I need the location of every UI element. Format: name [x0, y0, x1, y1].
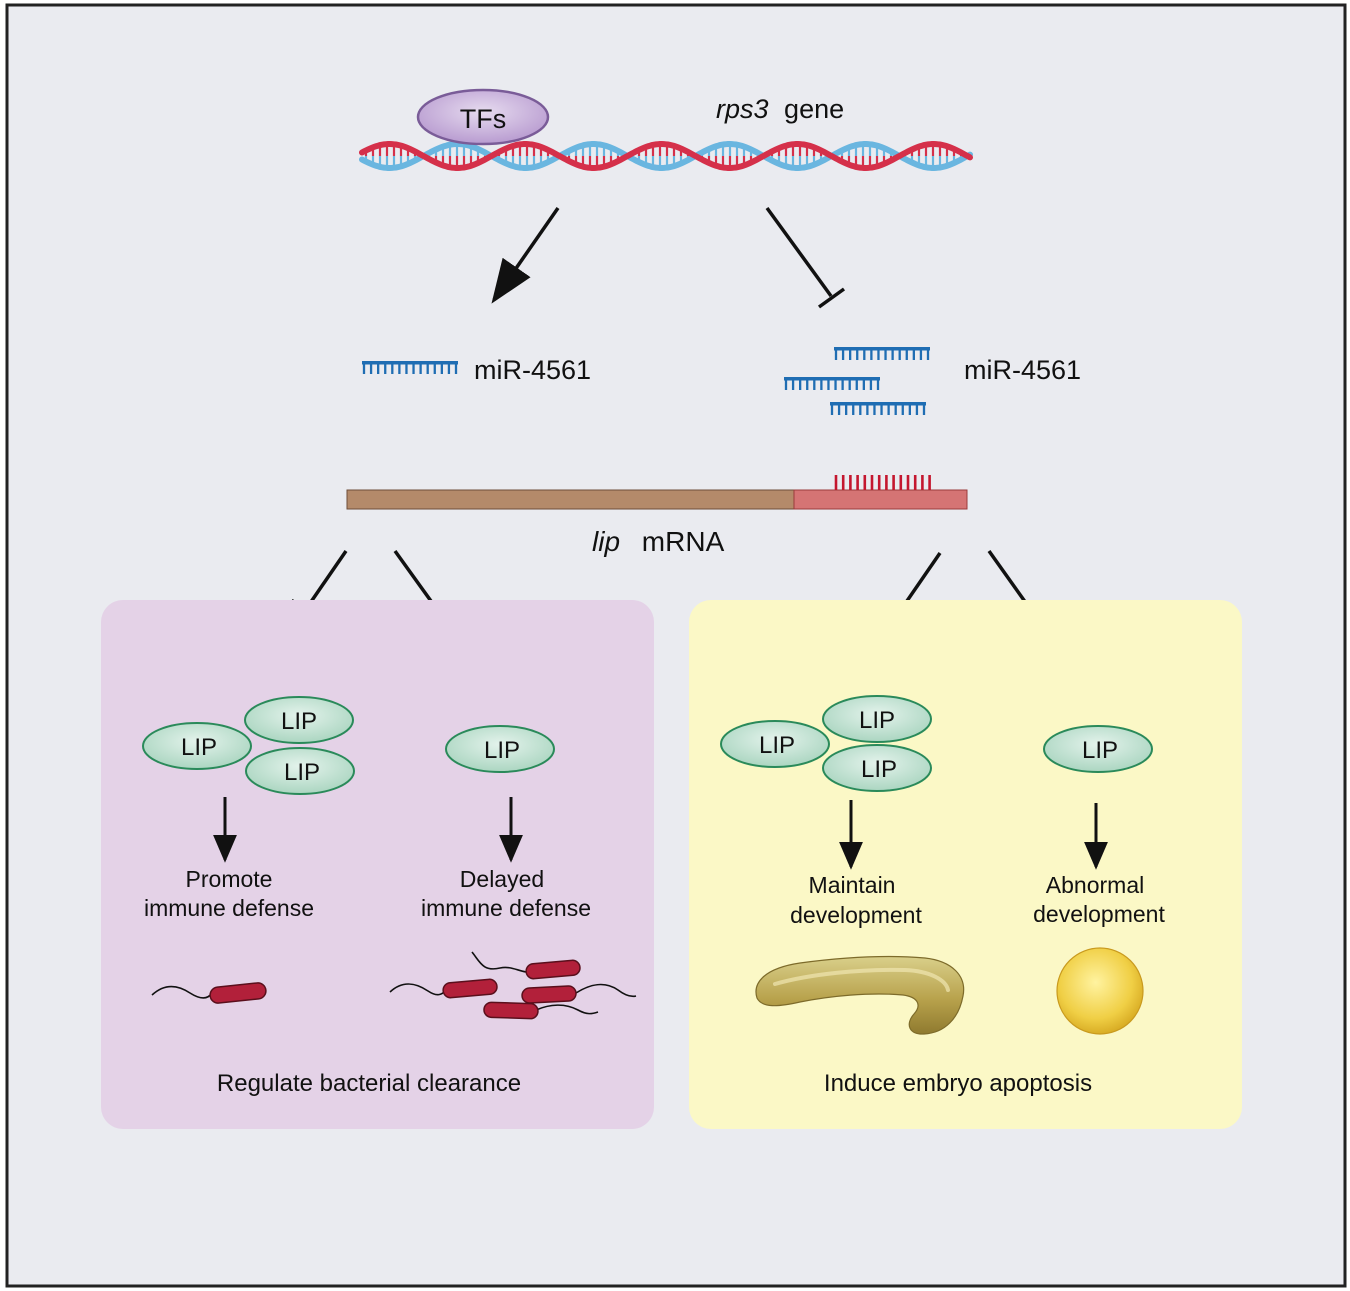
lip-protein-single: LIP [445, 725, 555, 773]
mrna-binding-site [834, 475, 931, 490]
lip-protein [822, 695, 932, 743]
maintain-outcome-line2: development [790, 902, 922, 928]
mirna-strand [362, 361, 458, 365]
embryo-highlight [773, 967, 950, 992]
lip-protein [720, 720, 830, 768]
immune-panel: LIP LIP LIP LIP Promote immune defense D… [101, 600, 654, 1129]
promote-outcome-line2: immune defense [144, 895, 314, 921]
normal-embryo-image [755, 956, 965, 1035]
tf-ellipse [416, 88, 550, 146]
bacterium-flagellum [535, 1004, 599, 1015]
bacterium [525, 959, 581, 980]
lip-label: LIP [181, 734, 217, 761]
mirna-single [362, 361, 458, 374]
embryo-panel: LIP LIP LIP LIP Maintain development Abn… [689, 600, 1242, 1129]
immune-panel-caption: Regulate bacterial clearance [217, 1070, 521, 1097]
bacterium [209, 982, 267, 1004]
bacterium-flagellum [389, 983, 447, 996]
mrna-label: lip mRNA [592, 526, 725, 557]
mirna-left-label: miR-4561 [474, 355, 591, 385]
lip-mrna [346, 475, 968, 510]
lip-label: LIP [859, 707, 895, 734]
lip-label: LIP [1082, 737, 1118, 764]
abnormal-outcome-line1: Abnormal [1046, 872, 1144, 898]
lip-protein-cluster: LIP LIP LIP [720, 695, 932, 792]
dna-strand-red [359, 141, 973, 171]
lip-protein [822, 744, 932, 792]
maintain-outcome-line1: Maintain [809, 872, 896, 898]
dna-strand-blue [359, 141, 973, 171]
delayed-outcome-line1: Delayed [460, 866, 544, 892]
mrna-3utr [793, 489, 968, 510]
bacterium [442, 978, 498, 999]
bacterium-flagellum [471, 951, 527, 973]
gene-word: gene [784, 94, 844, 124]
bacteria-many [389, 951, 637, 1020]
lip-label: LIP [484, 737, 520, 764]
tf-label: TFs [460, 104, 507, 134]
lip-protein-cluster: LIP LIP LIP [142, 696, 355, 795]
lip-protein-single: LIP [1043, 725, 1153, 773]
bacterium-flagellum [575, 983, 637, 998]
embryo-panel-caption: Induce embryo apoptosis [824, 1070, 1092, 1097]
lip-label: LIP [861, 756, 897, 783]
bacteria-few [151, 982, 267, 1004]
lip-label: LIP [284, 759, 320, 786]
lip-protein [445, 725, 555, 773]
lip-protein [245, 747, 355, 795]
immune-panel-background [101, 600, 654, 1129]
gene-to-mirna-low-arrow [491, 207, 560, 304]
dna-helix [359, 141, 973, 171]
delayed-outcome-line2: immune defense [421, 895, 591, 921]
mrna-body [346, 489, 795, 510]
lip-protein [1043, 725, 1153, 773]
mrna-name: lip [592, 526, 620, 557]
abnormal-embryo-image [1056, 947, 1144, 1035]
lip-label: LIP [281, 708, 317, 735]
bacterium [483, 1001, 539, 1020]
gene-label: rps3 gene [716, 94, 844, 124]
lip-label: LIP [759, 732, 795, 759]
embryo-panel-background [689, 600, 1242, 1129]
bacterium-flagellum [151, 985, 213, 999]
mirna-strand [830, 402, 926, 406]
mirna-multiple [784, 347, 930, 415]
mrna-word: mRNA [642, 526, 725, 557]
gene-to-mirna-high-inhibition [765, 206, 846, 309]
gene-name: rps3 [716, 94, 769, 124]
mirna-strand [784, 377, 880, 381]
embryo-sphere [1056, 947, 1144, 1035]
promote-outcome-line1: Promote [186, 866, 273, 892]
lip-protein [244, 696, 354, 744]
tf-protein: TFs [416, 88, 550, 146]
lip-protein [142, 722, 252, 770]
mirna-strand [834, 347, 930, 351]
bacterium [521, 985, 577, 1004]
mirna-right-label: miR-4561 [964, 355, 1081, 385]
abnormal-outcome-line2: development [1033, 901, 1165, 927]
